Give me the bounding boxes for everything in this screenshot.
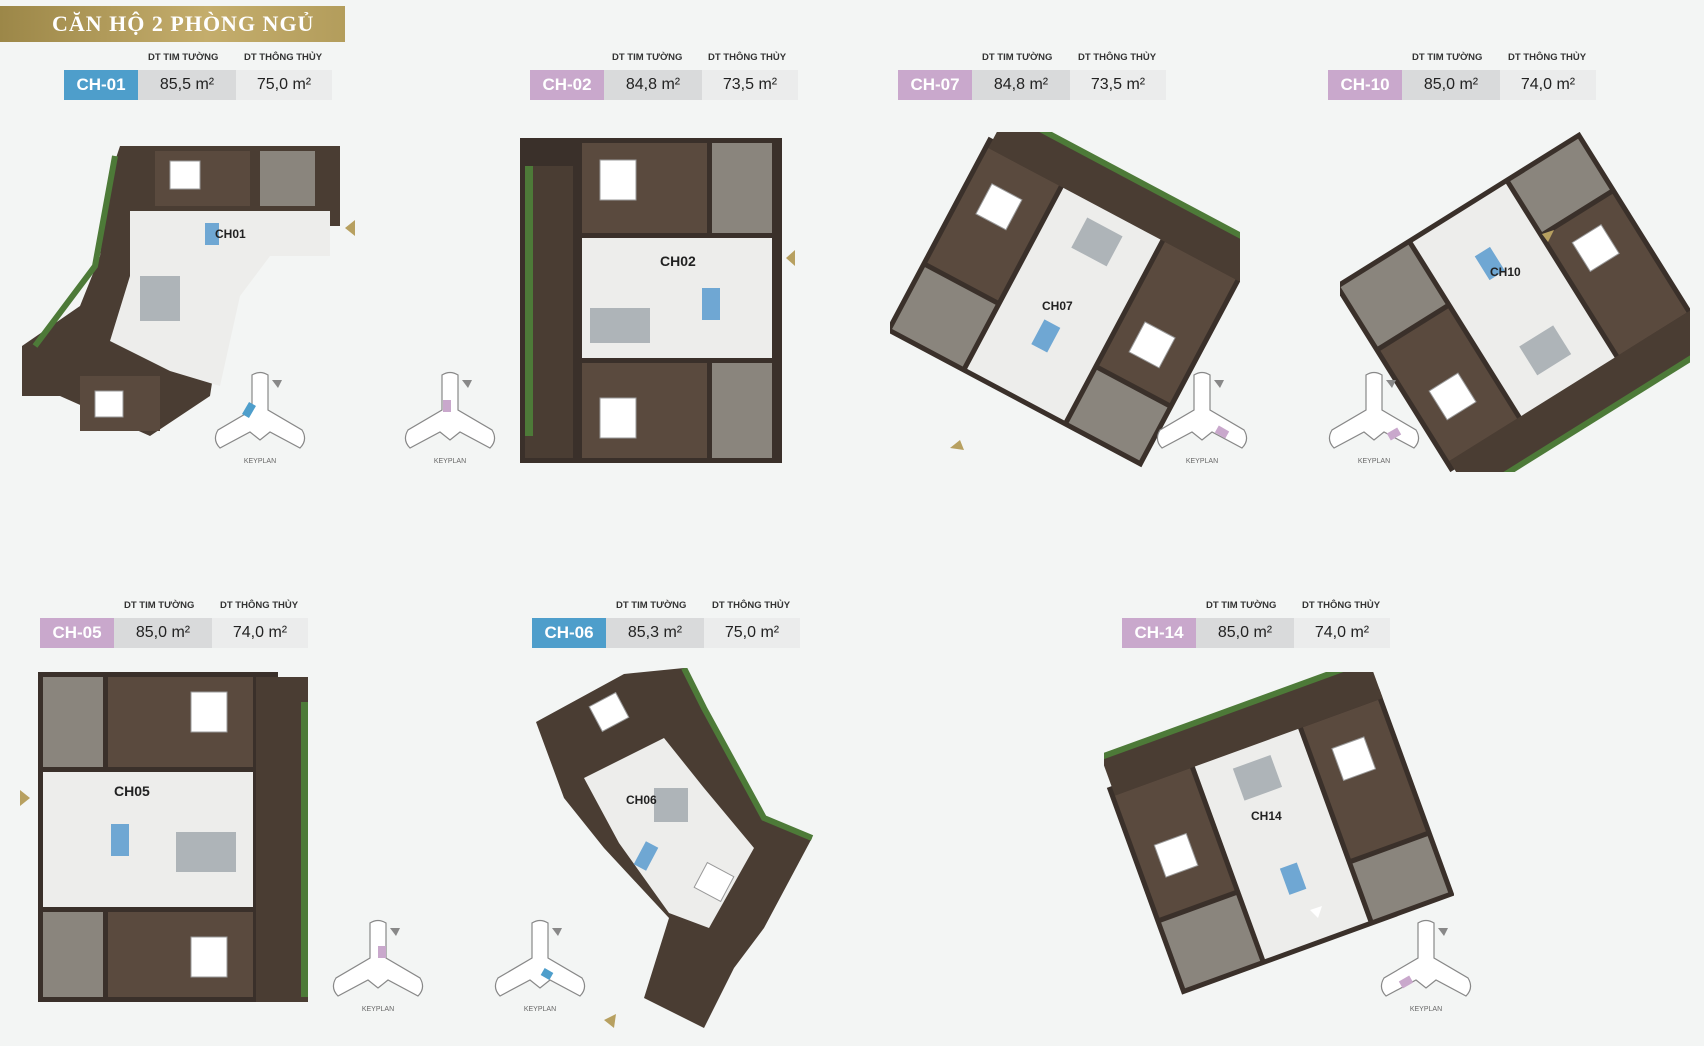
area-row: CH-02 84,8 m² 73,5 m² [530,70,798,100]
header-clear-area: DT THÔNG THỦY [1302,600,1381,611]
clear-area-value: 75,0 m² [704,618,800,648]
keyplan-label: KEYPLAN [244,458,276,465]
keyplan-label: KEYPLAN [362,1006,394,1013]
unit-ch06: DT TIM TƯỜNG DT THÔNG THỦY CH-06 85,3 m²… [480,600,880,1040]
plan-label: CH05 [114,783,150,799]
keyplan-label: KEYPLAN [434,458,466,465]
wall-area-value: 85,5 m² [138,70,236,100]
area-row: CH-07 84,8 m² 73,5 m² [898,70,1166,100]
keyplan-label: KEYPLAN [524,1006,556,1013]
wall-area-value: 85,0 m² [114,618,212,648]
unit-ch07: DT TIM TƯỜNG DT THÔNG THỦY CH-07 84,8 m²… [870,52,1270,492]
keyplan: KEYPLAN [1328,371,1420,465]
header-wall-area: DT TIM TƯỜNG [616,600,687,611]
unit-ch10: DT TIM TƯỜNG DT THÔNG THỦY CH-10 85,0 m²… [1300,52,1704,492]
floor-plan[interactable]: CH07 [890,132,1240,472]
keyplan: KEYPLAN [1156,371,1248,465]
header-wall-area: DT TIM TƯỜNG [1412,52,1483,63]
plan-label: CH14 [1251,809,1282,823]
header-wall-area: DT TIM TƯỜNG [982,52,1053,63]
clear-area-value: 74,0 m² [1294,618,1390,648]
keyplan: KEYPLAN [404,371,496,465]
unit-ch14: DT TIM TƯỜNG DT THÔNG THỦY CH-14 85,0 m²… [1104,600,1510,1040]
header-wall-area: DT TIM TƯỜNG [124,600,195,611]
unit-code[interactable]: CH-01 [64,70,138,100]
unit-code[interactable]: CH-02 [530,70,604,100]
plan-label: CH01 [215,227,246,241]
header-clear-area: DT THÔNG THỦY [1078,52,1157,63]
unit-code[interactable]: CH-05 [40,618,114,648]
header-wall-area: DT TIM TƯỜNG [148,52,219,63]
header-clear-area: DT THÔNG THỦY [1508,52,1587,63]
floor-plan[interactable]: CH02 [520,138,800,468]
floor-plan[interactable]: CH10 [1340,132,1690,472]
unit-code[interactable]: CH-14 [1122,618,1196,648]
area-row: CH-14 85,0 m² 74,0 m² [1122,618,1390,648]
header-wall-area: DT TIM TƯỜNG [1206,600,1277,611]
header-wall-area: DT TIM TƯỜNG [612,52,683,63]
wall-area-value: 85,0 m² [1402,70,1500,100]
unit-code[interactable]: CH-07 [898,70,972,100]
clear-area-value: 74,0 m² [1500,70,1596,100]
area-row: CH-06 85,3 m² 75,0 m² [532,618,800,648]
keyplan: KEYPLAN [332,919,424,1013]
wall-area-value: 84,8 m² [972,70,1070,100]
keyplan: KEYPLAN [214,371,306,465]
plan-label: CH02 [660,253,696,269]
wall-area-value: 84,8 m² [604,70,702,100]
header-clear-area: DT THÔNG THỦY [712,600,791,611]
floor-plan[interactable]: CH06 [534,668,854,1040]
floor-plan[interactable]: CH14 [1104,672,1454,1002]
unit-ch02: DT TIM TƯỜNG DT THÔNG THỦY CH-02 84,8 m²… [400,52,800,492]
plan-label: CH06 [626,793,657,807]
unit-ch01: DT TIM TƯỜNG DT THÔNG THỦY CH-01 85,5 m²… [0,52,360,492]
keyplan-label: KEYPLAN [1410,1006,1442,1013]
wall-area-value: 85,3 m² [606,618,704,648]
header-clear-area: DT THÔNG THỦY [708,52,787,63]
unit-code[interactable]: CH-10 [1328,70,1402,100]
page-title: CĂN HỘ 2 PHÒNG NGỦ [0,6,345,42]
unit-code[interactable]: CH-06 [532,618,606,648]
header-clear-area: DT THÔNG THỦY [244,52,323,63]
floor-plan[interactable]: CH05 [16,672,316,1012]
keyplan: KEYPLAN [1380,919,1472,1013]
clear-area-value: 73,5 m² [1070,70,1166,100]
area-row: CH-10 85,0 m² 74,0 m² [1328,70,1596,100]
area-row: CH-01 85,5 m² 75,0 m² [64,70,332,100]
keyplan-label: KEYPLAN [1186,458,1218,465]
clear-area-value: 75,0 m² [236,70,332,100]
keyplan-label: KEYPLAN [1358,458,1390,465]
clear-area-value: 74,0 m² [212,618,308,648]
area-row: CH-05 85,0 m² 74,0 m² [40,618,308,648]
header-clear-area: DT THÔNG THỦY [220,600,299,611]
wall-area-value: 85,0 m² [1196,618,1294,648]
plan-label: CH10 [1490,265,1521,279]
clear-area-value: 73,5 m² [702,70,798,100]
keyplan: KEYPLAN [494,919,586,1013]
plan-label: CH07 [1042,299,1073,313]
floor-plan[interactable]: CH01 [20,136,360,446]
unit-ch05: DT TIM TƯỜNG DT THÔNG THỦY CH-05 85,0 m²… [0,600,440,1030]
